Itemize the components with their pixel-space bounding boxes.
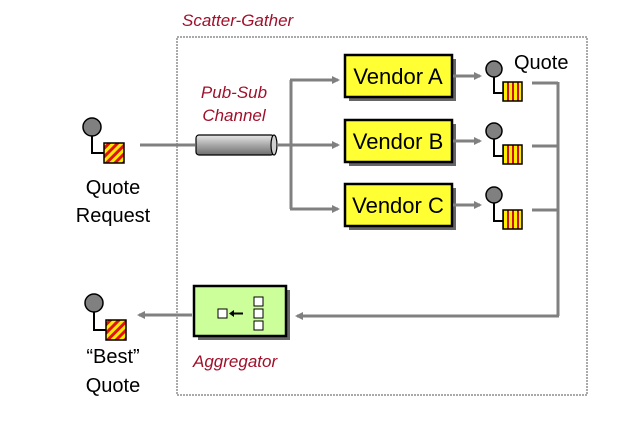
vendor-a-label: Vendor A xyxy=(353,64,443,89)
scatter-lines xyxy=(277,76,340,213)
best-quote-label-line1: “Best” xyxy=(86,346,139,368)
quote-request-message-icon xyxy=(82,117,125,164)
aggregator-icon xyxy=(217,296,264,331)
channel-label-line1: Pub-Sub xyxy=(201,83,267,102)
quote-message-icon-a xyxy=(485,60,523,102)
pub-sub-channel-icon xyxy=(195,134,278,156)
vendor-b-label: Vendor B xyxy=(353,129,444,154)
vendor-b: Vendor B xyxy=(343,118,456,166)
quote-label: Quote xyxy=(514,52,568,74)
quote-request-label-line1: Quote xyxy=(86,177,140,199)
quote-message-icon-b xyxy=(485,122,523,165)
aggregator xyxy=(192,284,290,340)
vendor-c: Vendor C xyxy=(343,182,456,230)
diagram-title: Scatter-Gather xyxy=(182,11,295,30)
vendor-to-quote-arrows xyxy=(453,72,482,209)
best-quote-message-icon xyxy=(84,293,127,341)
vendor-a: Vendor A xyxy=(343,53,456,101)
quote-message-icon-c xyxy=(485,186,523,230)
aggregator-label: Aggregator xyxy=(192,352,278,371)
quote-request-label-line2: Request xyxy=(76,205,151,227)
vendor-c-label: Vendor C xyxy=(352,193,444,218)
gather-lines xyxy=(295,81,560,320)
scatter-gather-boundary xyxy=(176,36,588,396)
best-quote-label-line2: Quote xyxy=(86,375,140,397)
channel-label-line2: Channel xyxy=(202,106,267,125)
